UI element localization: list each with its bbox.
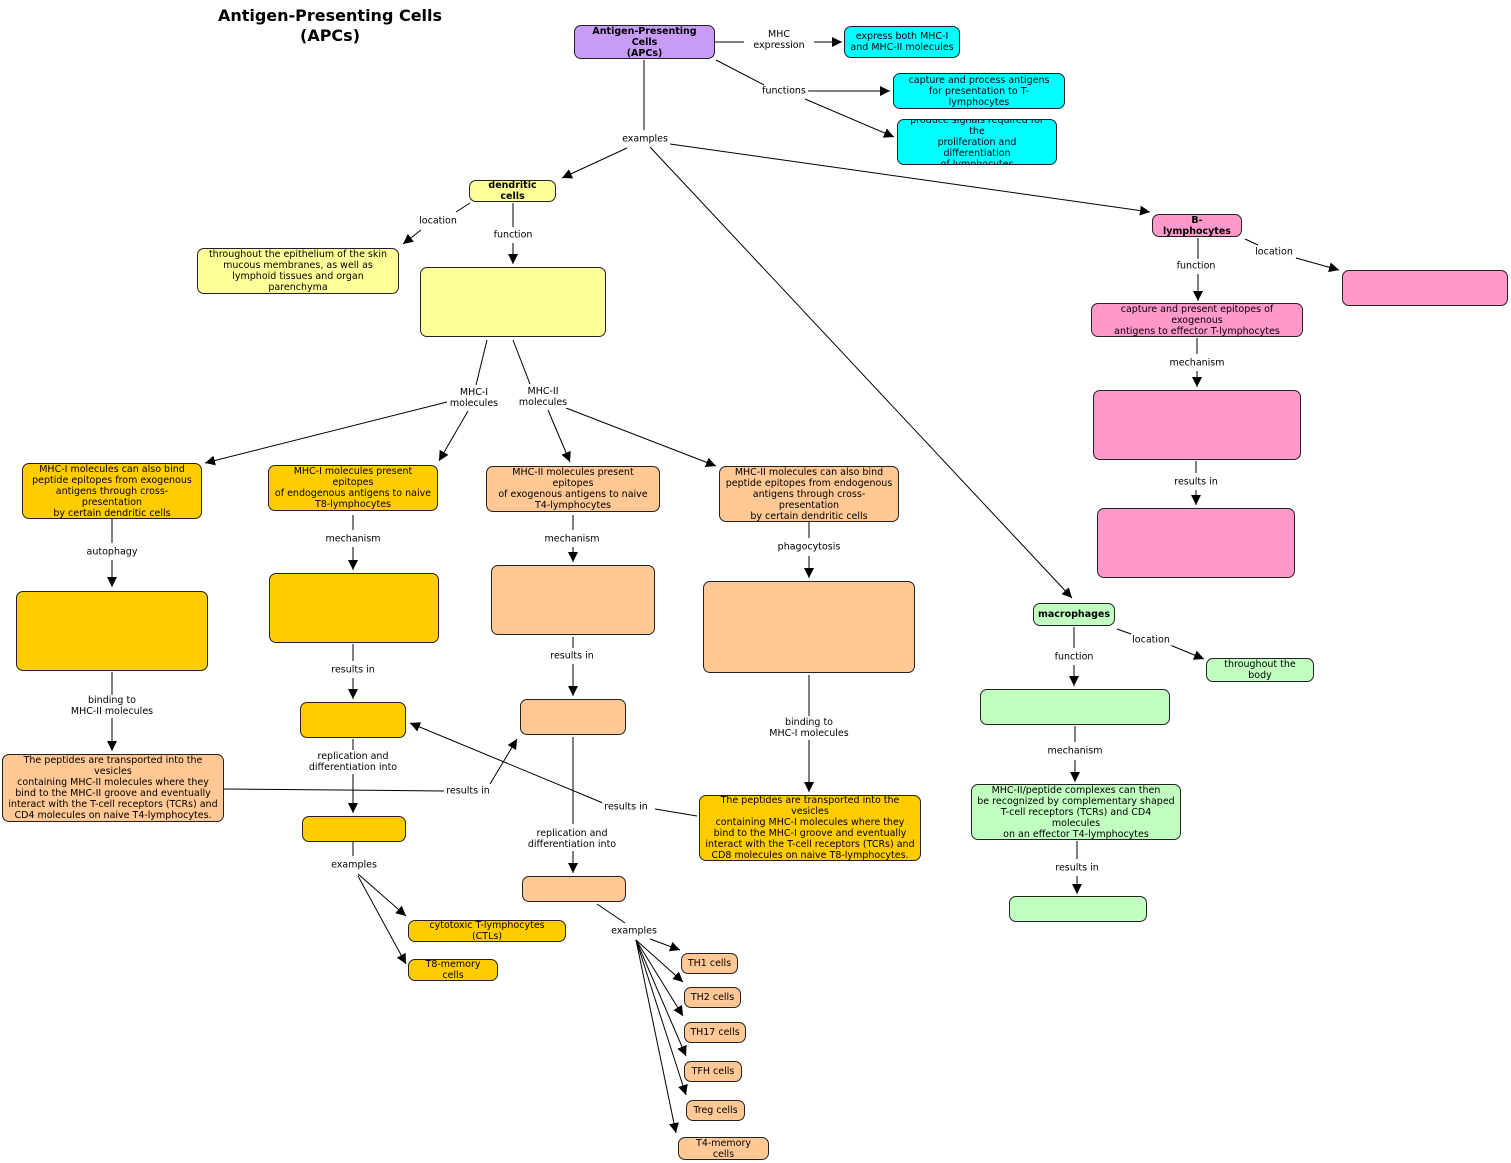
arrow-connector bbox=[438, 410, 469, 462]
arrow-connector bbox=[357, 875, 407, 965]
concept-node-t4-diff[interactable] bbox=[522, 876, 626, 902]
arrow-connector bbox=[635, 939, 688, 1096]
concept-node-dc[interactable]: dendritic cells bbox=[469, 180, 556, 202]
concept-node-apc-f1[interactable]: capture and process antigens for present… bbox=[893, 73, 1065, 109]
concept-node-tfh[interactable]: TFH cells bbox=[684, 1061, 742, 1082]
link-label-functions: functions bbox=[760, 85, 808, 97]
link-label-dc-loc: location bbox=[417, 215, 459, 227]
link-label-bl-res: results in bbox=[1172, 476, 1220, 488]
link-label-m1-diff: replication and differentiation into bbox=[306, 751, 400, 773]
arrow-connector bbox=[1295, 257, 1340, 273]
line-connector bbox=[475, 339, 488, 386]
concept-node-t8-diff[interactable] bbox=[302, 816, 406, 842]
arrow-connector bbox=[635, 939, 679, 1134]
arrow-connector bbox=[204, 401, 448, 466]
concept-node-t4mem[interactable]: T4-memory cells bbox=[678, 1137, 769, 1160]
link-label-pep2-res: results in bbox=[444, 785, 492, 797]
link-label-mac-res: results in bbox=[1053, 862, 1101, 874]
concept-node-phago-box[interactable] bbox=[703, 581, 915, 673]
link-label-autophagy: autophagy bbox=[84, 546, 140, 558]
concept-node-bl-func[interactable]: capture and present epitopes of exogenou… bbox=[1091, 303, 1303, 337]
concept-node-m2p[interactable]: MHC-II molecules present epitopes of exo… bbox=[486, 466, 660, 512]
link-label-mhc2: MHC-II molecules bbox=[516, 386, 570, 408]
concept-node-bl-res[interactable] bbox=[1097, 508, 1295, 578]
concept-node-bl[interactable]: B-lymphocytes bbox=[1152, 214, 1242, 237]
concept-node-bl-loc[interactable] bbox=[1342, 270, 1508, 306]
link-label-m2-res: results in bbox=[548, 650, 596, 662]
concept-node-ctl[interactable]: cytotoxic T-lymphocytes (CTLs) bbox=[408, 920, 566, 942]
link-label-dc-func: function bbox=[491, 229, 535, 241]
link-label-m1-mech: mechanism bbox=[323, 533, 383, 545]
link-label-m2-mech: mechanism bbox=[542, 533, 602, 545]
concept-node-treg[interactable]: Treg cells bbox=[686, 1100, 745, 1121]
concept-node-th1[interactable]: TH1 cells bbox=[681, 953, 738, 974]
concept-node-mac-res[interactable] bbox=[1009, 896, 1147, 922]
concept-node-m1-mech[interactable] bbox=[269, 573, 439, 643]
concept-node-auto-box[interactable] bbox=[16, 591, 208, 671]
arrow-connector bbox=[1169, 644, 1205, 660]
concept-node-mac-mech[interactable]: MHC-II/peptide complexes can then be rec… bbox=[971, 784, 1181, 840]
arrow-connector bbox=[635, 939, 684, 1017]
link-label-bind2: binding to MHC-II molecules bbox=[68, 695, 156, 717]
arrow-connector bbox=[804, 98, 895, 138]
arrow-connector bbox=[565, 407, 717, 468]
concept-node-m2x[interactable]: MHC-II molecules can also bind peptide e… bbox=[719, 466, 899, 522]
concept-node-apc-f2[interactable]: produce signals required for the prolife… bbox=[897, 119, 1057, 165]
arrow-connector bbox=[669, 143, 1151, 216]
concept-node-m1-res[interactable] bbox=[300, 702, 406, 738]
line-connector bbox=[1116, 628, 1132, 635]
arrow-connector bbox=[547, 409, 571, 463]
concept-node-mac[interactable]: macrophages bbox=[1033, 603, 1115, 626]
line-connector bbox=[223, 788, 445, 792]
link-label-pep1-res: results in bbox=[602, 801, 650, 813]
arrow-connector bbox=[402, 229, 422, 245]
link-label-mac-mech: mechanism bbox=[1045, 745, 1105, 757]
line-connector bbox=[1244, 238, 1259, 246]
link-label-bl-loc: location bbox=[1253, 246, 1295, 258]
line-connector bbox=[715, 59, 765, 86]
concept-node-pep1[interactable]: The peptides are transported into the ve… bbox=[699, 795, 921, 861]
concept-node-mac-loc[interactable]: throughout the body bbox=[1206, 658, 1314, 682]
concept-node-mac-func[interactable] bbox=[980, 689, 1170, 725]
concept-node-m1x[interactable]: MHC-I molecules can also bind peptide ep… bbox=[22, 463, 202, 519]
link-label-mac-loc: location bbox=[1130, 634, 1172, 646]
line-connector bbox=[596, 903, 626, 924]
link-label-m1-res: results in bbox=[329, 664, 377, 676]
link-label-t8-ex: examples bbox=[329, 859, 379, 871]
arrow-connector bbox=[649, 938, 681, 952]
concept-node-t8mem[interactable]: T8-memory cells bbox=[408, 959, 498, 981]
link-label-bl-mech: mechanism bbox=[1167, 357, 1227, 369]
line-connector bbox=[512, 339, 531, 385]
arrow-connector bbox=[635, 939, 684, 983]
concept-node-pep2[interactable]: The peptides are transported into the ve… bbox=[2, 754, 224, 822]
concept-node-th17[interactable]: TH17 cells bbox=[684, 1022, 746, 1043]
concept-node-m1p[interactable]: MHC-I molecules present epitopes of endo… bbox=[268, 465, 438, 511]
link-label-bl-func: function bbox=[1174, 260, 1218, 272]
diagram-title: Antigen-Presenting Cells (APCs) bbox=[217, 6, 443, 45]
line-connector bbox=[654, 808, 698, 817]
link-label-examples: examples bbox=[620, 133, 670, 145]
arrow-connector bbox=[357, 873, 407, 917]
line-connector bbox=[455, 202, 471, 213]
concept-node-dc-func[interactable] bbox=[420, 267, 606, 337]
arrow-connector bbox=[649, 146, 1073, 599]
concept-node-apc-mhc[interactable]: express both MHC-I and MHC-II molecules bbox=[844, 26, 960, 58]
concept-node-m2-res[interactable] bbox=[520, 699, 626, 735]
link-label-mhcexp: MHC expression bbox=[751, 29, 807, 51]
arrow-connector bbox=[635, 939, 687, 1057]
concept-node-dc-loc[interactable]: throughout the epithelium of the skin mu… bbox=[197, 248, 399, 294]
link-label-mac-func: function bbox=[1052, 651, 1096, 663]
concept-node-m2-mech[interactable] bbox=[491, 565, 655, 635]
concept-node-apc[interactable]: Antigen-Presenting Cells (APCs) bbox=[574, 25, 715, 59]
link-label-bind1: binding to MHC-I molecules bbox=[767, 717, 851, 739]
link-label-m2-diff: replication and differentiation into bbox=[525, 828, 619, 850]
link-label-t4-ex: examples bbox=[609, 925, 659, 937]
concept-node-bl-mech[interactable] bbox=[1093, 390, 1301, 460]
concept-node-th2[interactable]: TH2 cells bbox=[684, 987, 741, 1008]
link-label-mhc1: MHC-I molecules bbox=[447, 387, 501, 409]
arrow-connector bbox=[561, 147, 628, 179]
link-label-phago: phagocytosis bbox=[775, 541, 843, 553]
arrow-connector bbox=[409, 722, 604, 804]
